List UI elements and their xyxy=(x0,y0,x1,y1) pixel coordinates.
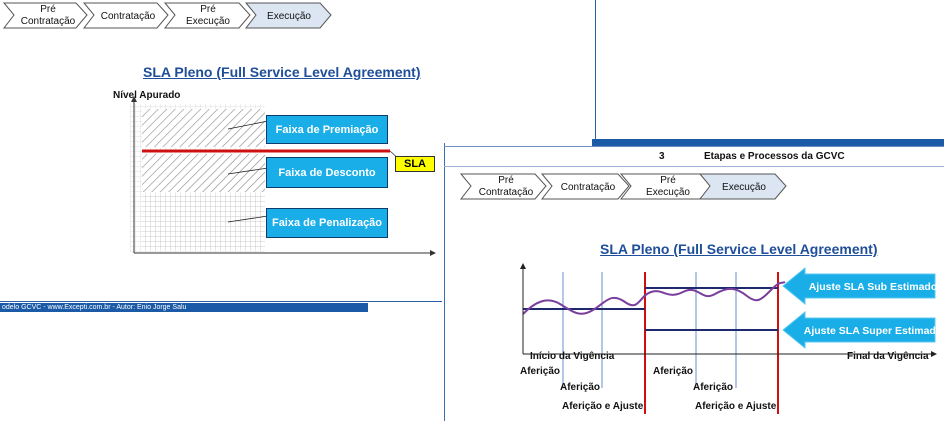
ajuste-sub-arrow xyxy=(782,266,936,306)
step-contratacao[interactable] xyxy=(540,173,630,200)
step-label: Pré xyxy=(40,4,56,15)
inicio-vigencia-label: Início da Vigência xyxy=(530,351,615,362)
y-axis-arrow xyxy=(520,263,526,269)
slide1-footer: odelo GCVC - www.Excepti.com.br - Autor:… xyxy=(0,303,368,312)
desconto-band xyxy=(142,154,265,192)
leader-penalizacao xyxy=(227,215,269,223)
step-pre-contratacao[interactable] xyxy=(2,2,88,29)
afericao-ajuste-label: Aferição e Ajuste xyxy=(695,401,777,412)
afericao-ajuste-label: Aferição e Ajuste xyxy=(562,401,644,412)
leader-premiacao xyxy=(227,120,269,130)
x-axis-arrow xyxy=(931,351,937,357)
step-label: Contratação xyxy=(479,187,534,198)
step-label: Pré xyxy=(498,175,514,186)
step-execucao[interactable] xyxy=(244,2,332,29)
slide2-header-number: 3 xyxy=(659,151,665,162)
footer-line xyxy=(0,301,442,302)
step-label: Contratação xyxy=(561,182,616,193)
ajuste-super-arrow xyxy=(782,310,936,350)
y-axis-arrow xyxy=(131,96,137,102)
ajuste-sub-label: Ajuste SLA Sub Estimado xyxy=(809,281,938,293)
step-label: Pré xyxy=(660,175,676,186)
slide1-sla-bands-diagram xyxy=(130,96,436,256)
slide2-header-bar xyxy=(592,139,944,146)
step-label: Execução xyxy=(646,187,690,198)
leader-desconto xyxy=(227,167,269,175)
slide2-process-steps: Pré Contratação Contratação Pré Execução… xyxy=(459,173,787,200)
step-label: Contratação xyxy=(21,16,76,27)
final-vigencia-label: Final da Vigência xyxy=(847,351,929,362)
premiacao-band xyxy=(142,109,265,147)
slide2-header-rule xyxy=(444,146,944,147)
y-axis-label: Nível Apurado xyxy=(113,90,181,101)
step-pre-execucao[interactable] xyxy=(163,2,251,29)
faixa-penalizacao-label: Faixa de Penalização xyxy=(266,208,388,238)
measured-level-curve xyxy=(522,281,786,315)
afericao-label: Aferição xyxy=(653,366,694,377)
step-label: Execução xyxy=(267,11,311,22)
afericao-label: Aferição xyxy=(560,382,601,393)
penalizacao-band xyxy=(142,194,265,250)
step-label: Contratação xyxy=(101,11,156,22)
slide2-header-underline xyxy=(444,166,944,167)
step-contratacao[interactable] xyxy=(82,2,169,29)
step-label: Pré xyxy=(200,4,216,15)
slide1-title: SLA Pleno (Full Service Level Agreement) xyxy=(143,64,421,80)
faixa-premiacao-label: Faixa de Premiação xyxy=(266,115,388,144)
step-execucao[interactable] xyxy=(698,173,787,200)
sla-tag: SLA xyxy=(395,156,435,172)
slide2-header-title: Etapas e Processos da GCVC xyxy=(704,151,845,162)
slide-divider xyxy=(595,0,596,142)
slide2-vigencia-diagram: Ajuste SLA Sub Estimado Ajuste SLA Super… xyxy=(520,263,940,414)
slide1-process-steps: Pré Contratação Contratação Pré Execução… xyxy=(2,2,332,29)
x-axis-arrow xyxy=(430,250,436,256)
slide2-title: SLA Pleno (Full Service Level Agreement) xyxy=(600,241,878,257)
step-pre-contratacao[interactable] xyxy=(459,173,547,200)
faixa-desconto-label: Faixa de Desconto xyxy=(266,157,388,188)
step-label: Execução xyxy=(722,182,766,193)
afericao-label: Aferição xyxy=(693,382,734,393)
ajuste-super-label: Ajuste SLA Super Estimado xyxy=(804,325,940,337)
step-label: Execução xyxy=(186,16,230,27)
afericao-label: Aferição xyxy=(520,366,561,377)
